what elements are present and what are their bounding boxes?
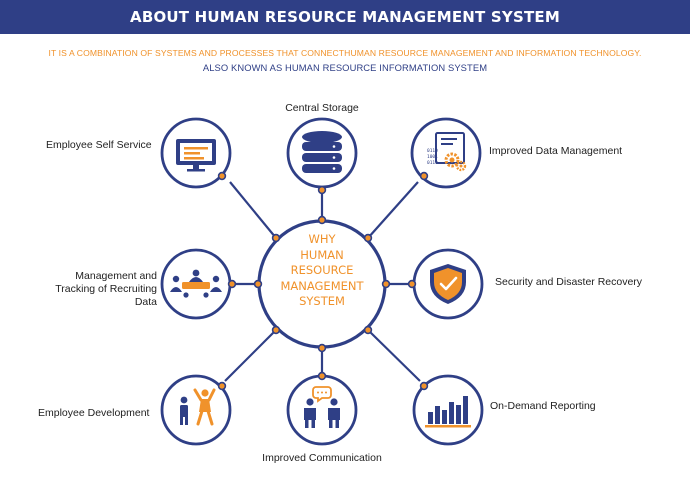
center-line: RESOURCE [290,263,354,277]
label-improved-communication: Improved Communication [262,452,382,464]
center-title: WHY HUMAN RESOURCE MANAGEMENT SYSTEM [258,232,386,310]
label-employee-development: Employee Development [38,407,150,419]
center-line: SYSTEM [299,294,345,308]
database-icon [302,131,342,173]
shield-check-icon [430,264,466,304]
svg-text:0110: 0110 [427,160,438,166]
header-title: ABOUT HUMAN RESOURCE MANAGEMENT SYSTEM [0,0,690,34]
label-recruiting: Management and Tracking of Recruiting Da… [30,270,157,309]
monitor-icon [176,139,216,172]
label-security-disaster-recovery: Security and Disaster Recovery [495,276,643,288]
subtitle-line-2: ALSO KNOWN AS HUMAN RESOURCE INFORMATION… [202,62,488,73]
subtitle-line-1: IT IS A COMBINATION OF SYSTEMS AND PROCE… [48,48,642,58]
svg-text:0110: 0110 [427,148,438,154]
label-recruiting-line: Data [134,296,157,308]
center-line: HUMAN [300,247,344,262]
label-recruiting-line: Tracking of Recruiting [55,283,157,295]
svg-text:1001: 1001 [427,154,438,160]
label-recruiting-line: Management and [75,270,157,282]
meeting-table-icon [170,269,222,298]
label-improved-data-management: Improved Data Management [489,145,623,157]
label-central-storage: Central Storage [285,102,359,114]
connector-dots [217,171,429,391]
people-chat-icon [304,386,340,428]
document-gears-icon: 0110 1001 0110 [427,132,467,172]
label-on-demand-reporting: On-Demand Reporting [490,400,596,412]
bar-chart-icon [425,396,471,428]
person-growth-icon [180,388,216,426]
label-employee-self-service: Employee Self Service [46,139,152,151]
center-line: WHY [308,232,336,246]
center-line: MANAGEMENT [280,278,364,293]
